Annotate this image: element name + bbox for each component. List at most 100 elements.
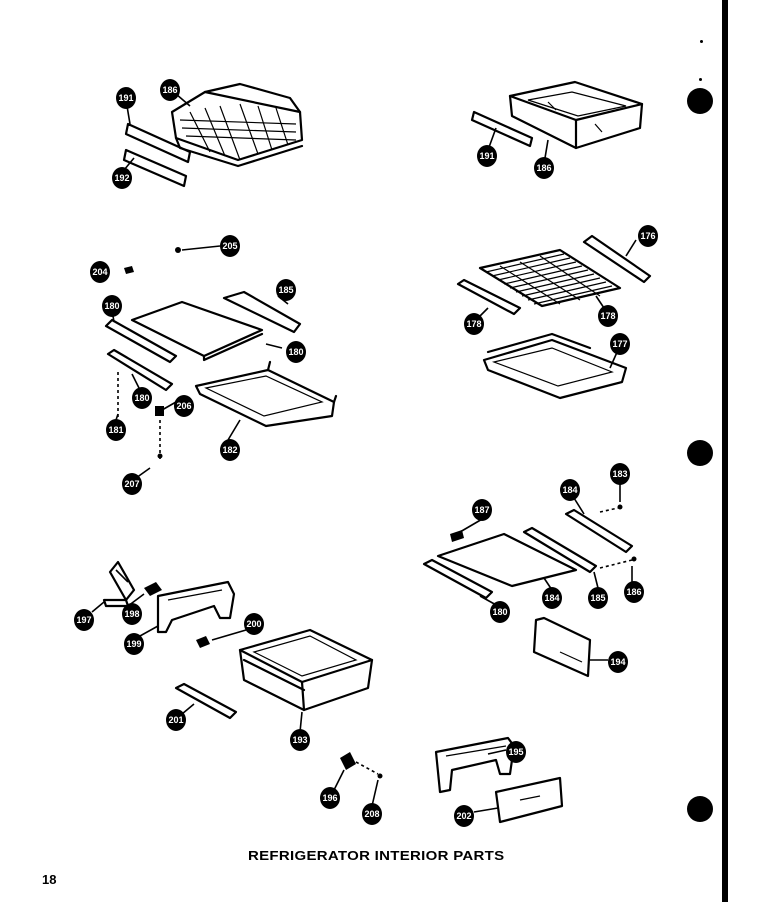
callout-bubble [116, 87, 136, 109]
callout-183: 183 [610, 463, 630, 485]
page-edge-border [722, 0, 728, 902]
callout-label: 180 [288, 347, 303, 357]
callout-bubble [320, 787, 340, 809]
callout-label: 184 [544, 593, 559, 603]
wire-shelf [478, 248, 622, 308]
leader-lines [91, 93, 637, 813]
binder-hole-top [687, 88, 713, 114]
callout-191: 191 [477, 145, 497, 167]
rail-184-top [564, 508, 634, 554]
callout-bubble [290, 729, 310, 751]
callout-label: 204 [92, 267, 107, 277]
callout-bubble [477, 145, 497, 167]
callout-label: 185 [590, 593, 605, 603]
callout-bubble [220, 439, 240, 461]
callout-194: 194 [608, 651, 628, 673]
callout-label: 202 [456, 811, 471, 821]
callout-bubble [122, 603, 142, 625]
callout-label: 191 [479, 151, 494, 161]
callout-bubble [464, 313, 484, 335]
callout-label: 207 [124, 479, 139, 489]
rail-178-left [456, 278, 522, 316]
rail-180-left [104, 318, 178, 364]
callout-label: 177 [612, 339, 627, 349]
callout-label: 180 [104, 301, 119, 311]
callout-label: 195 [508, 747, 523, 757]
callout-label: 186 [536, 163, 551, 173]
callout-label: 176 [640, 231, 655, 241]
callout-206: 206 [174, 395, 194, 417]
callout-bubble [608, 651, 628, 673]
callout-bubble [106, 419, 126, 441]
callout-bubbles: 1911861921911862052041851801801802061811… [74, 79, 658, 827]
glass-shelf [130, 300, 264, 362]
callout-199: 199 [124, 633, 144, 655]
callout-label: 186 [162, 85, 177, 95]
callout-180: 180 [132, 387, 152, 409]
callout-180: 180 [490, 601, 510, 623]
control-197 [102, 560, 136, 608]
callout-bubble [542, 587, 562, 609]
callout-180: 180 [102, 295, 122, 317]
callout-186: 186 [534, 157, 554, 179]
cover-199 [156, 580, 236, 634]
callout-label: 201 [168, 715, 183, 725]
callout-bubble [638, 225, 658, 247]
callout-197: 197 [74, 609, 94, 631]
rail-176 [582, 234, 652, 284]
screws-183-186 [599, 504, 637, 569]
callout-207: 207 [122, 473, 142, 495]
page-number: 18 [42, 872, 57, 887]
callout-label: 181 [108, 425, 123, 435]
callout-bubble [102, 295, 122, 317]
callout-198: 198 [122, 603, 142, 625]
shelf-frame-177 [482, 332, 628, 400]
callout-bubble [454, 805, 474, 827]
callout-label: 178 [466, 319, 481, 329]
callout-bubble [534, 157, 554, 179]
plate-202 [494, 776, 564, 824]
callout-bubble [588, 587, 608, 609]
callout-176: 176 [638, 225, 658, 247]
callout-bubble [132, 387, 152, 409]
meat-pan-193 [238, 628, 374, 712]
callout-182: 182 [220, 439, 240, 461]
callout-bubble [124, 633, 144, 655]
rail-185 [222, 290, 302, 334]
callout-177: 177 [610, 333, 630, 355]
callout-label: 182 [222, 445, 237, 455]
callout-195: 195 [506, 741, 526, 763]
binder-hole-middle [687, 440, 713, 466]
speck [699, 78, 702, 81]
callout-bubble [276, 279, 296, 301]
callout-bubble [244, 613, 264, 635]
rail-191-top-right [470, 110, 534, 148]
callout-185: 185 [588, 587, 608, 609]
wire-basket [170, 82, 304, 168]
callout-178: 178 [464, 313, 484, 335]
callout-label: 200 [246, 619, 261, 629]
callout-bubble [610, 333, 630, 355]
callout-205: 205 [220, 235, 240, 257]
callout-label: 192 [114, 173, 129, 183]
callout-bubble [490, 601, 510, 623]
callout-196: 196 [320, 787, 340, 809]
hardware-181-207 [117, 372, 164, 460]
screw-205 [175, 245, 221, 253]
callout-bubble [74, 609, 94, 631]
rail-180-lower-right [422, 558, 494, 600]
callout-label: 205 [222, 241, 237, 251]
callout-bubble [472, 499, 492, 521]
rail-180-lower [106, 348, 174, 392]
callout-bubble [174, 395, 194, 417]
callout-bubble [166, 709, 186, 731]
callout-192: 192 [112, 167, 132, 189]
callout-185: 185 [276, 279, 296, 301]
callout-193: 193 [290, 729, 310, 751]
callout-186: 186 [624, 581, 644, 603]
callout-label: 187 [474, 505, 489, 515]
callout-label: 193 [292, 735, 307, 745]
rail-201 [174, 682, 238, 720]
clip-187 [450, 530, 464, 542]
page-title: REFRIGERATOR INTERIOR PARTS [248, 849, 505, 864]
